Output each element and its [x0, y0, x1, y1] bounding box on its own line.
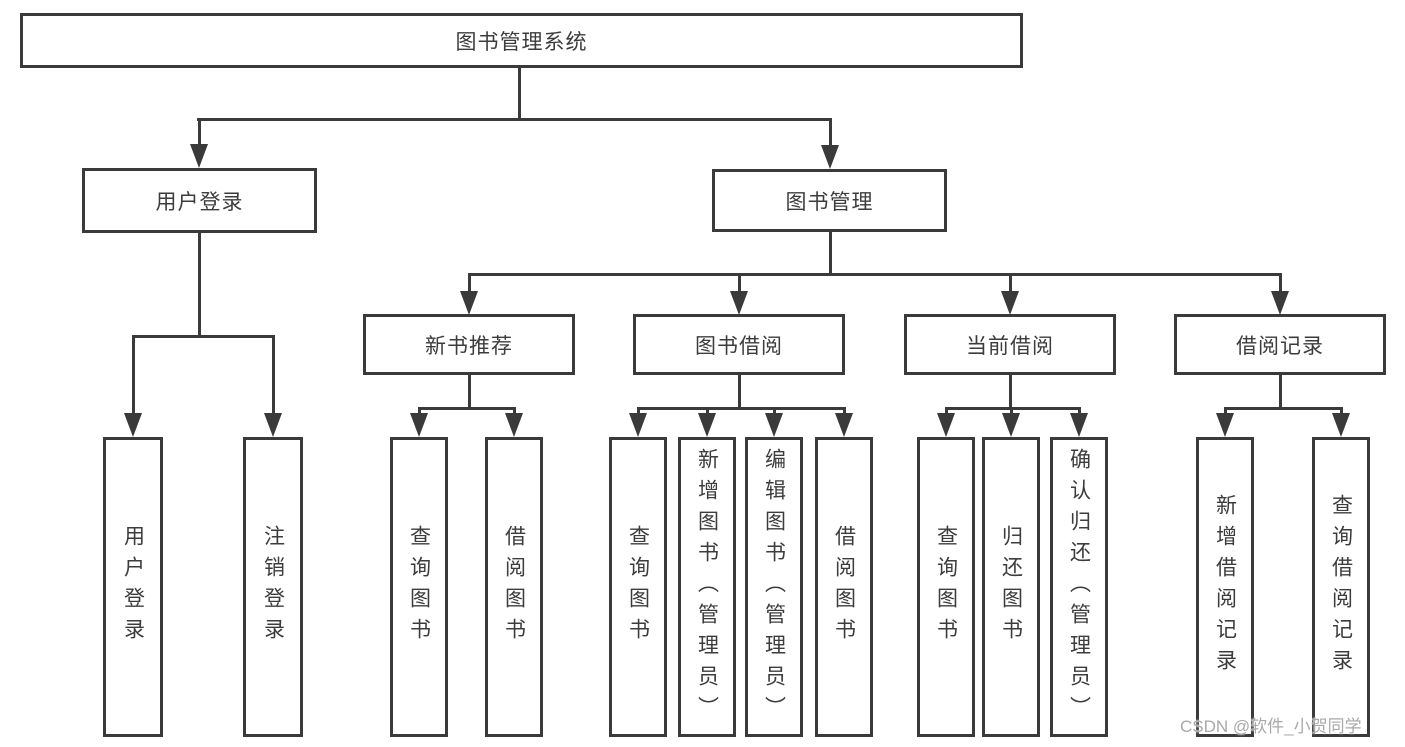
connector-root-stub	[518, 68, 521, 120]
connector-drop-bb-leaf-3	[773, 407, 776, 417]
leaf-bb-edit-books-admin-label: 编辑图书（管理员）	[762, 447, 786, 727]
leaf-cb-return-books-label: 归还图书	[999, 525, 1023, 649]
connector-drop-cb-leaf-3	[1078, 407, 1081, 417]
arrow-new-book	[460, 291, 478, 315]
leaf-bb-borrow-books: 借阅图书	[815, 437, 873, 737]
node-root: 图书管理系统	[20, 13, 1023, 68]
arrow-leaf-login	[124, 413, 142, 437]
node-borrow-records-label: 借阅记录	[1236, 334, 1324, 358]
leaf-user-login: 用户登录	[103, 437, 163, 737]
leaf-cb-query-books-label: 查询图书	[934, 525, 958, 649]
node-root-label: 图书管理系统	[455, 30, 588, 54]
node-book-management: 图书管理	[712, 169, 947, 232]
node-book-borrow-label: 图书借阅	[695, 334, 783, 358]
arrow-cb-leaf-2	[1002, 413, 1020, 437]
arrow-cb-leaf-1	[937, 413, 955, 437]
leaf-bb-borrow-books-label: 借阅图书	[832, 525, 856, 649]
connector-book-borrow-leaf-splitter	[637, 407, 846, 410]
arrow-br-leaf-2	[1332, 413, 1350, 437]
arrow-book-management	[821, 145, 839, 169]
connector-drop-bb-leaf-4	[843, 407, 846, 417]
arrow-bb-leaf-3	[765, 413, 783, 437]
node-user-login-label: 用户登录	[155, 190, 244, 214]
connector-new-book-stub	[468, 375, 471, 409]
leaf-br-query-record-label: 查询借阅记录	[1329, 494, 1353, 680]
leaf-user-login-label: 用户登录	[121, 525, 145, 649]
connector-borrow-records-leaf-splitter	[1224, 407, 1343, 410]
arrow-br-leaf-1	[1216, 413, 1234, 437]
leaf-br-add-record-label: 新增借阅记录	[1213, 494, 1237, 680]
arrow-cb-leaf-3	[1070, 413, 1088, 437]
connector-drop-br-leaf-1	[1224, 407, 1227, 417]
leaf-cb-return-books: 归还图书	[982, 437, 1040, 737]
leaf-cb-confirm-return-admin-label: 确认归还（管理员）	[1067, 447, 1091, 727]
connector-book-borrow-stub	[738, 375, 741, 409]
connector-drop-current-borrow	[1009, 273, 1012, 295]
leaf-cb-query-books: 查询图书	[917, 437, 975, 737]
connector-drop-borrow-records	[1279, 273, 1282, 295]
leaf-logout: 注销登录	[243, 437, 303, 737]
leaf-nb-query-books-label: 查询图书	[407, 525, 431, 649]
connector-drop-br-leaf-2	[1340, 407, 1343, 417]
leaf-br-add-record: 新增借阅记录	[1196, 437, 1254, 737]
connector-drop-cb-leaf-1	[945, 407, 948, 417]
leaf-bb-edit-books-admin: 编辑图书（管理员）	[745, 437, 803, 737]
connector-user-login-splitter	[132, 335, 274, 338]
arrow-book-borrow	[730, 291, 748, 315]
connector-current-borrow-leaf-splitter	[945, 407, 1081, 410]
node-book-borrow: 图书借阅	[633, 314, 845, 375]
leaf-nb-borrow-books: 借阅图书	[485, 437, 543, 737]
connector-borrow-records-stub	[1279, 375, 1282, 409]
connector-drop-cb-leaf-2	[1010, 407, 1013, 417]
connector-current-borrow-stub	[1009, 375, 1012, 409]
connector-level3-splitter	[468, 273, 1282, 276]
arrow-nb-leaf-2	[505, 413, 523, 437]
node-user-login: 用户登录	[82, 168, 317, 233]
node-current-borrow: 当前借阅	[904, 314, 1116, 375]
leaf-logout-label: 注销登录	[261, 525, 285, 649]
leaf-nb-borrow-books-label: 借阅图书	[502, 525, 526, 649]
arrow-current-borrow	[1001, 291, 1019, 315]
node-new-book-recommend: 新书推荐	[363, 314, 575, 375]
node-current-borrow-label: 当前借阅	[966, 334, 1054, 358]
arrow-leaf-logout	[264, 413, 282, 437]
arrow-borrow-records	[1271, 291, 1289, 315]
arrow-nb-leaf-1	[410, 413, 428, 437]
arrow-user-login	[190, 144, 208, 168]
leaf-bb-add-books-admin: 新增图书（管理员）	[678, 437, 736, 737]
connector-drop-nb-leaf-2	[513, 407, 516, 417]
node-book-management-label: 图书管理	[785, 190, 874, 214]
connector-drop-nb-leaf-1	[418, 407, 421, 417]
connector-drop-leaf-logout	[272, 335, 275, 415]
leaf-nb-query-books: 查询图书	[390, 437, 448, 737]
connector-new-book-leaf-splitter	[418, 407, 516, 410]
connector-drop-book-borrow	[738, 273, 741, 295]
connector-drop-new-book	[468, 273, 471, 295]
connector-drop-user-login	[198, 118, 201, 146]
connector-drop-bb-leaf-2	[706, 407, 709, 417]
connector-user-login-stub	[198, 233, 201, 337]
connector-drop-book-management	[829, 118, 832, 147]
connector-drop-leaf-login	[132, 335, 135, 415]
leaf-bb-add-books-admin-label: 新增图书（管理员）	[695, 447, 719, 727]
arrow-bb-leaf-4	[835, 413, 853, 437]
connector-level2-splitter	[197, 118, 832, 121]
leaf-bb-query-books-label: 查询图书	[626, 525, 650, 649]
connector-book-management-stub	[829, 232, 832, 275]
node-new-book-recommend-label: 新书推荐	[425, 334, 513, 358]
arrow-bb-leaf-2	[698, 413, 716, 437]
leaf-br-query-record: 查询借阅记录	[1312, 437, 1370, 737]
node-borrow-records: 借阅记录	[1174, 314, 1386, 375]
csdn-watermark: CSDN @软件_小贺同学	[1180, 717, 1362, 736]
arrow-bb-leaf-1	[629, 413, 647, 437]
leaf-cb-confirm-return-admin: 确认归还（管理员）	[1050, 437, 1108, 737]
leaf-bb-query-books: 查询图书	[609, 437, 667, 737]
connector-drop-bb-leaf-1	[637, 407, 640, 417]
